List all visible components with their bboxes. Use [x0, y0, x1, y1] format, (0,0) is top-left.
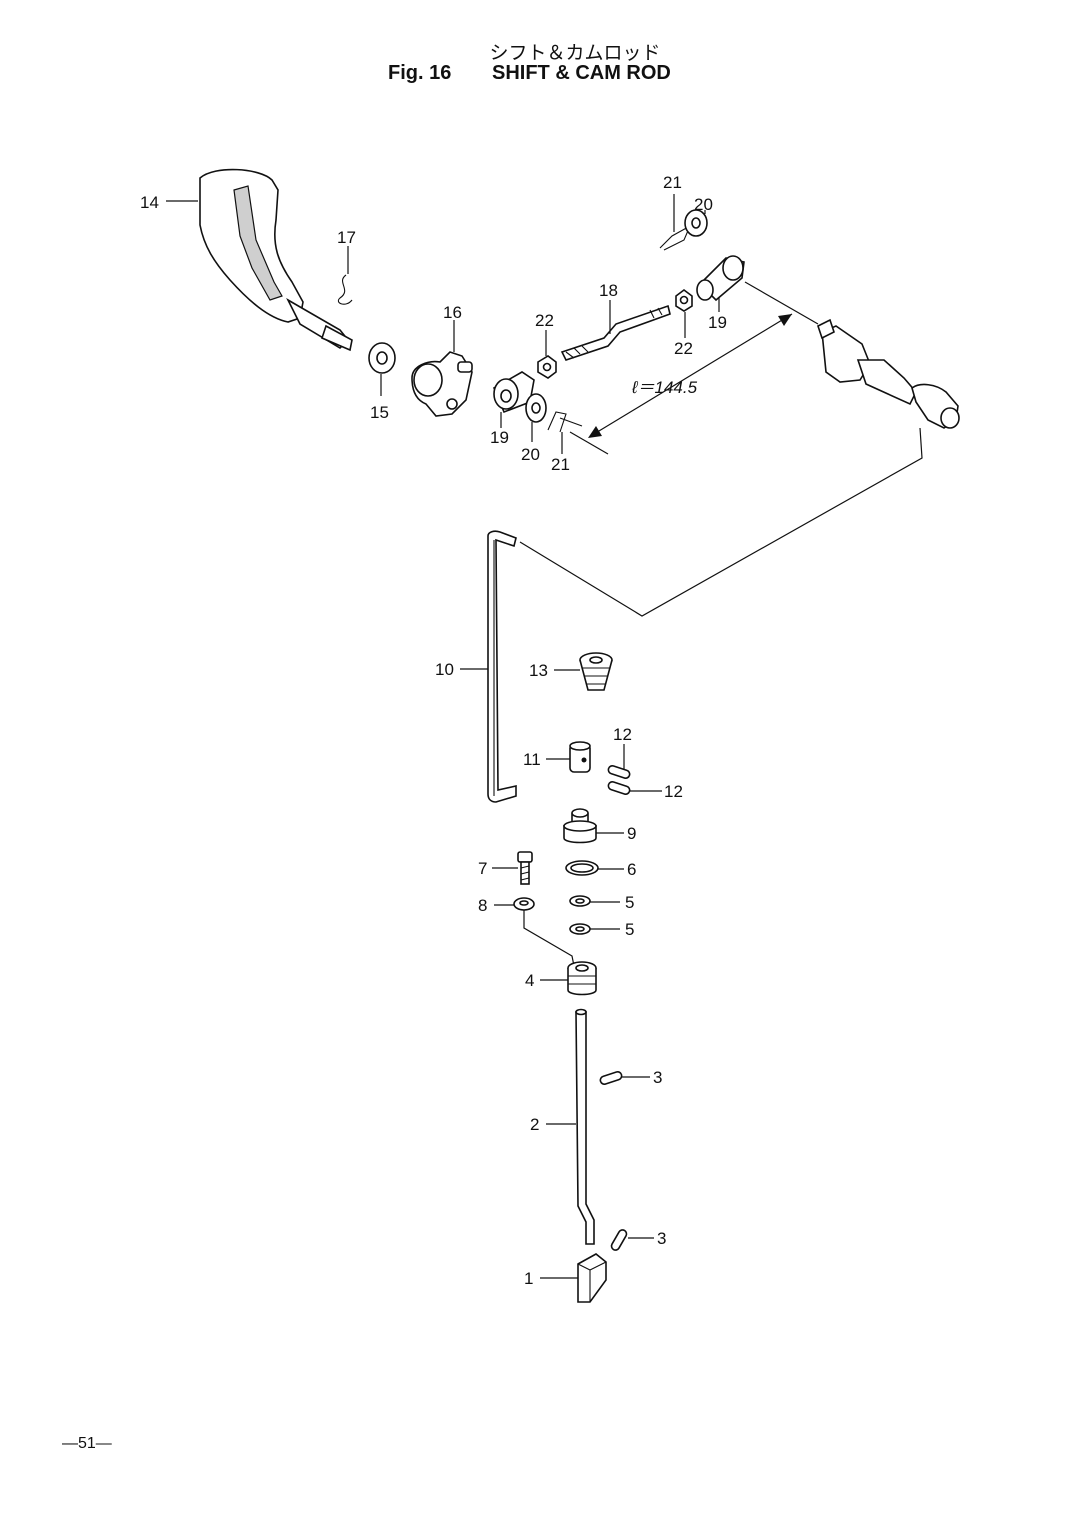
callout-19-lower: 19	[490, 428, 509, 447]
part-8-collar	[513, 897, 535, 911]
callout-3-lower: 3	[657, 1229, 666, 1248]
part-9-bushing	[563, 808, 597, 844]
part-4-grommet	[567, 961, 597, 996]
part-22-nut-lower	[537, 355, 557, 379]
callout-7: 7	[478, 859, 487, 878]
callout-15: 15	[370, 403, 389, 422]
part-2-cam-rod	[575, 1008, 595, 1245]
part-5-washers	[569, 895, 591, 935]
figure-title-english: SHIFT & CAM ROD	[492, 62, 671, 84]
part-20-washer-upper	[684, 209, 708, 237]
figure-number: Fig. 16	[388, 62, 452, 84]
part-16-lever-bracket	[411, 351, 473, 417]
callout-12-upper: 12	[613, 725, 632, 744]
callout-14: 14	[140, 193, 159, 212]
callout-17: 17	[337, 228, 356, 247]
part-20-washer-lower	[525, 393, 547, 423]
callout-6: 6	[627, 860, 636, 879]
callout-18: 18	[599, 281, 618, 300]
title-japanese: シフト＆カムロッド	[489, 42, 661, 64]
callout-leaders	[166, 194, 720, 1279]
callout-19-upper: 19	[708, 313, 727, 332]
callout-3-upper: 3	[653, 1068, 662, 1087]
part-19-rod-end-lower	[492, 371, 535, 414]
callout-5-lower: 5	[625, 920, 634, 939]
part-15-washer	[368, 342, 396, 374]
part-21-clip-pin-lower	[547, 411, 583, 433]
part-6-o-ring	[565, 860, 599, 876]
callout-13: 13	[529, 661, 548, 680]
callout-12-lower: 12	[664, 782, 683, 801]
connector-line-cam-to-rod	[519, 427, 923, 617]
part-7-bolt	[517, 851, 533, 885]
callout-11: 11	[523, 750, 541, 769]
dimension-length	[569, 281, 819, 455]
part-21-clip-pin-upper	[659, 224, 692, 251]
part-14-shift-handle	[199, 168, 353, 352]
part-12-pins	[607, 765, 631, 795]
connector-line-8-to-4	[523, 910, 575, 967]
callout-2: 2	[530, 1115, 539, 1134]
figure-title: Fig. 16 SHIFT & CAM ROD	[388, 62, 671, 85]
callout-20-upper: 20	[694, 195, 713, 214]
dimension-label: ℓ＝144.5	[631, 378, 698, 397]
part-10-long-rod	[487, 530, 517, 803]
part-19-rod-end-upper	[696, 255, 745, 302]
shift-cam-assembly	[817, 318, 960, 429]
callout-1: 1	[524, 1269, 533, 1288]
callout-9: 9	[627, 824, 636, 843]
callout-4: 4	[525, 971, 534, 990]
part-1-cam	[577, 1253, 607, 1303]
part-22-nut-upper	[675, 289, 693, 312]
page-number: —51—	[62, 1435, 112, 1452]
callout-16: 16	[443, 303, 462, 322]
part-18-cam-rod	[560, 304, 671, 361]
part-13-rubber-boot	[579, 652, 613, 691]
callout-10: 10	[435, 660, 454, 679]
callout-8: 8	[478, 896, 487, 915]
callout-22-lower: 22	[535, 311, 554, 330]
callout-22-upper: 22	[674, 339, 693, 358]
callout-numbers: 14 17 15 16 22 18 19 20 21 21 20 22 19 ℓ…	[140, 173, 727, 1288]
part-17-clip	[337, 274, 353, 305]
callout-21-upper: 21	[663, 173, 682, 192]
callout-5-upper: 5	[625, 893, 634, 912]
part-11-coupler	[569, 741, 591, 773]
part-3-pins	[599, 1071, 628, 1251]
callout-20-lower: 20	[521, 445, 540, 464]
callout-21-lower: 21	[551, 455, 570, 474]
